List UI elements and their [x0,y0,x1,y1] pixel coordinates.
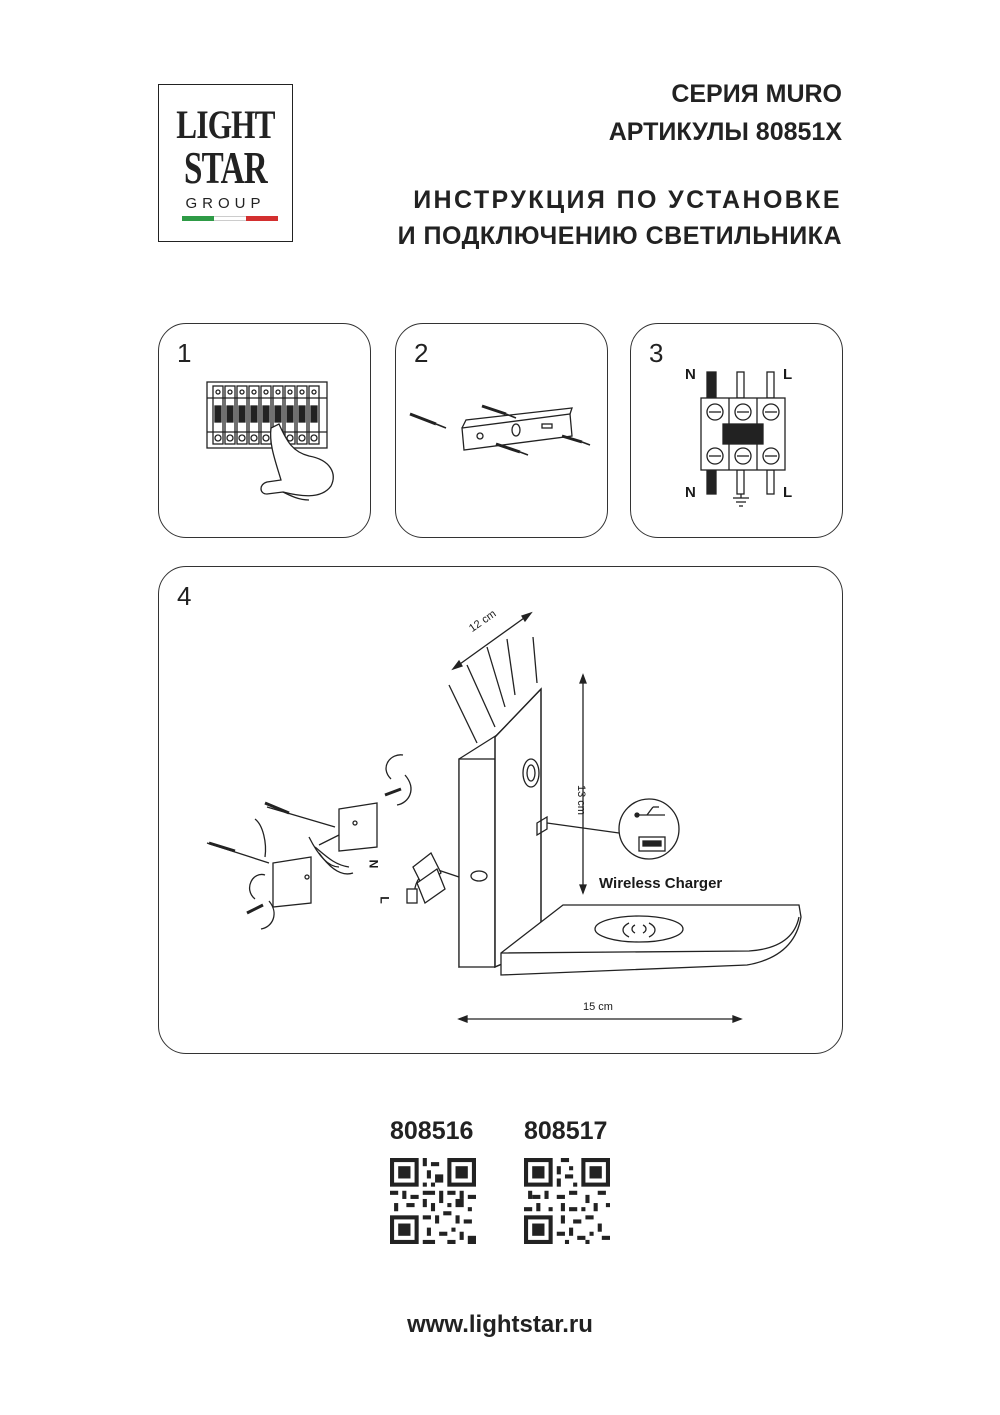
logo-text-star: STAR [183,142,268,193]
brand-logo: LIGHT STAR GROUP [158,84,293,242]
website-link[interactable]: www.lightstar.ru [407,1311,593,1338]
logo-text-light: LIGHT [176,102,275,147]
height-dimension: 13 cm [575,785,587,815]
qr-code-icon [524,1158,610,1244]
neutral-label-bottom: N [685,484,696,501]
wire-l-label: L [377,896,392,904]
instruction-title-line2: И ПОДКЛЮЧЕНИЮ СВЕТИЛЬНИКА [397,222,842,250]
step-3-panel: 3 N L N L [630,323,843,538]
step-1-panel: 1 [158,323,371,538]
mounting-bracket-icon [409,404,591,456]
neutral-label-top: N [685,366,696,383]
live-label-bottom: L [783,484,793,501]
articles-title: АРТИКУЛЫ 80851X [608,118,842,146]
logo-text-group: GROUP [185,195,266,212]
qr-code-icon [390,1158,476,1244]
step-number: 1 [177,338,192,368]
step-number: 3 [649,338,664,368]
circuit-breaker-icon [206,381,334,501]
article-code-808517: 808517 [524,1117,608,1145]
instruction-title-line1: ИНСТРУКЦИЯ ПО УСТАНОВКЕ [413,186,842,214]
article-code-808516: 808516 [390,1117,474,1145]
series-title: СЕРИЯ MURO [671,80,842,108]
length-dimension: 15 cm [583,1001,613,1013]
wire-n-label: N [366,859,381,869]
lamp-installation-icon [206,611,802,1023]
terminal-block-icon [700,371,786,507]
live-label-top: L [783,366,793,383]
italian-flag-stripe [182,216,278,221]
step-4-panel: 4 [158,566,843,1054]
step-number: 4 [177,581,192,611]
wireless-charger-label: Wireless Charger [599,875,723,892]
step-2-panel: 2 [395,323,608,538]
step-number: 2 [414,338,429,368]
